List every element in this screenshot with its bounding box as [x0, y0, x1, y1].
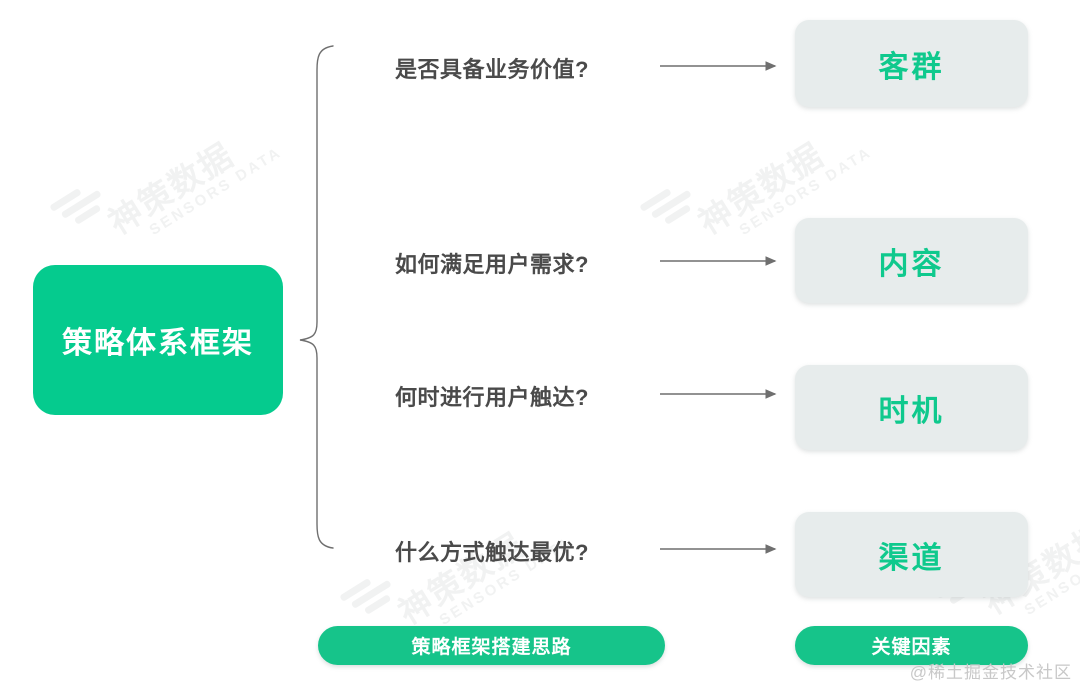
brand-watermark: 神策数据 SENSORS DATA [98, 106, 285, 255]
brand-watermark-cn: 神策数据 [101, 135, 241, 242]
brand-watermark-slashes [49, 179, 110, 236]
question-label-3: 何时进行用户触达? [395, 385, 589, 410]
outcome-label-4: 渠道 [878, 541, 945, 575]
brand-watermark-slashes [639, 179, 700, 236]
legend-pill-right-label: 关键因素 [871, 637, 952, 658]
legend-pill-left[interactable]: 策略框架搭建思路 [318, 626, 665, 665]
outcome-label-1: 客群 [878, 50, 945, 84]
brand-watermark-slashes [339, 569, 400, 626]
legend-pill-right[interactable]: 关键因素 [795, 626, 1028, 665]
outcome-box-4[interactable]: 渠道 [795, 512, 1028, 597]
root-node[interactable]: 策略体系框架 [33, 265, 283, 415]
legend-pill-left-label: 策略框架搭建思路 [411, 637, 572, 658]
outcome-box-3[interactable]: 时机 [795, 365, 1028, 450]
brand-watermark-en: SENSORS DATA [1021, 523, 1080, 619]
brand-watermark-en: SENSORS DATA [146, 143, 286, 239]
question-label-1: 是否具备业务价值? [395, 57, 589, 82]
question-label-4: 什么方式触达最优? [395, 540, 589, 565]
outcome-label-3: 时机 [878, 394, 945, 428]
question-label-2: 如何满足用户需求? [395, 252, 589, 277]
outcome-label-2: 内容 [878, 247, 945, 281]
curly-brace-connector [299, 45, 334, 549]
brand-watermark: 神策数据 SENSORS DATA [388, 496, 575, 645]
credit-watermark: @稀土掘金技术社区 [909, 663, 1072, 682]
outcome-box-2[interactable]: 内容 [795, 218, 1028, 303]
root-node-label: 策略体系框架 [62, 327, 254, 360]
outcome-box-1[interactable]: 客群 [795, 20, 1028, 107]
